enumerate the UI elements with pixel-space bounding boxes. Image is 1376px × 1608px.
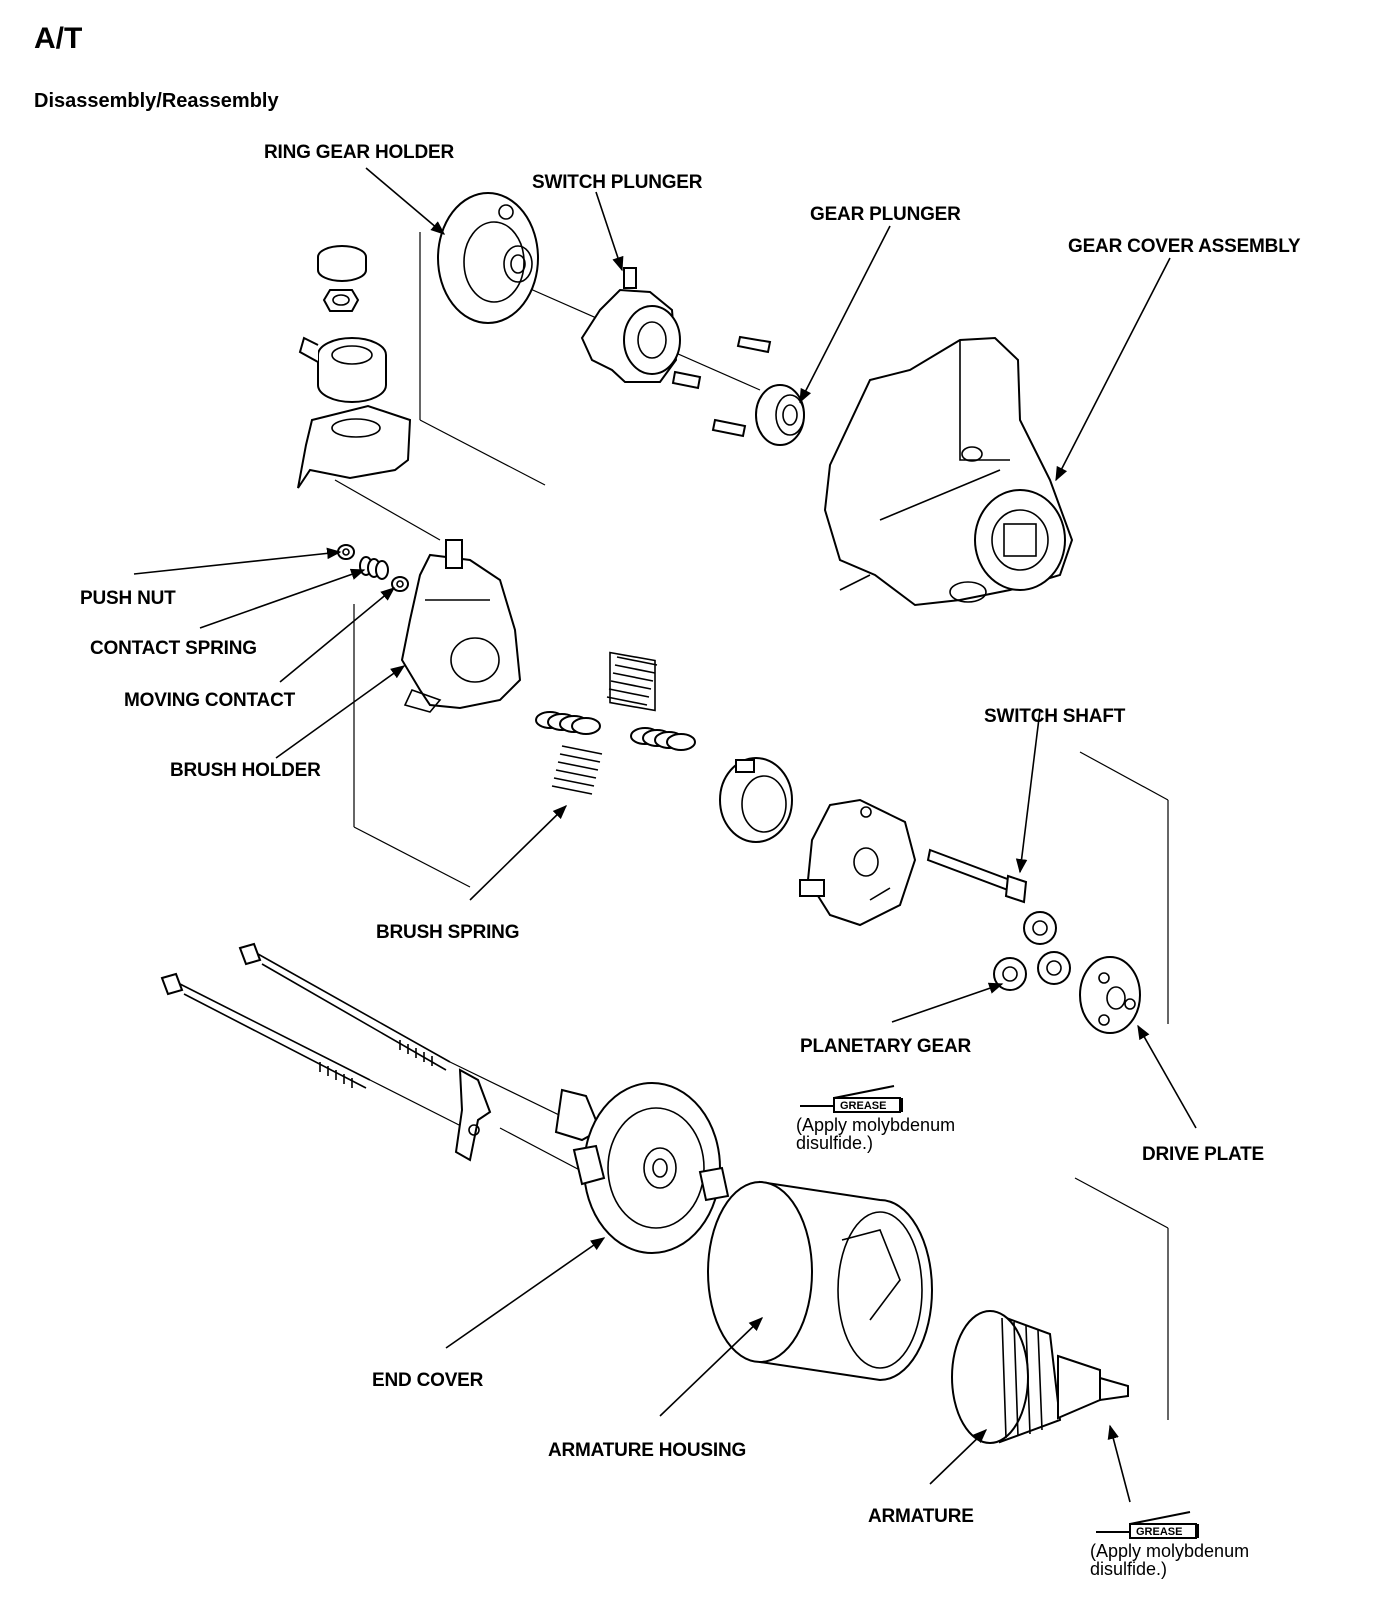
switch-shaft-part [926, 848, 1028, 904]
gear-cover-assembly-part [823, 336, 1074, 607]
brush-springs-part [535, 651, 696, 795]
brackets-part [454, 1068, 602, 1162]
section-title: A/T [34, 22, 83, 55]
armature-housing-part [707, 1180, 933, 1382]
contact-spring-label: CONTACT SPRING [90, 638, 257, 659]
planetary-gear-label: PLANETARY GEAR [800, 1036, 972, 1057]
ring-gear-holder-part [437, 192, 539, 324]
grease-label-1: GREASE [840, 1100, 886, 1112]
gear-cover-assembly-label: GEAR COVER ASSEMBLY [1068, 236, 1301, 257]
grease-gun-icon: GREASE [1090, 1508, 1210, 1542]
brush-holder-label: BRUSH HOLDER [170, 760, 321, 781]
switch-plunger-part [580, 267, 772, 438]
grease-note-1-line2: disulfide.) [796, 1133, 874, 1153]
leader-lines [133, 167, 1197, 1503]
grease-note-2-line1: (Apply molybdenum [1090, 1541, 1250, 1561]
bushing-stack [297, 245, 412, 489]
brush-coils-right [630, 727, 696, 751]
ring-gear-holder-label: RING GEAR HOLDER [264, 142, 454, 163]
through-bolts-part [160, 942, 451, 1089]
drive-plate-label: DRIVE PLATE [1142, 1144, 1265, 1165]
gear-plunger-part [755, 384, 805, 446]
grease-label-2: GREASE [1136, 1526, 1182, 1538]
switch-shaft-label: SWITCH SHAFT [984, 706, 1126, 727]
end-cover-part [572, 1082, 730, 1254]
internal-gear-plate-part [799, 798, 917, 927]
armature-label: ARMATURE [868, 1506, 974, 1527]
push-nut-label: PUSH NUT [80, 588, 176, 609]
grease-note-1-line1: (Apply molybdenum [796, 1115, 956, 1135]
brush-spring-label: BRUSH SPRING [376, 922, 520, 943]
drive-plate-part [1079, 956, 1141, 1034]
armature-part [951, 1310, 1129, 1444]
contact-parts [337, 544, 409, 592]
armature-housing-label: ARMATURE HOUSING [548, 1440, 747, 1461]
planetary-gears-part [993, 911, 1071, 991]
grease-gun-icon: GREASE [794, 1082, 914, 1116]
ring-shim-part [719, 757, 793, 843]
grease-note-2-line2: disulfide.) [1090, 1559, 1168, 1579]
page-title: Disassembly/Reassembly [34, 90, 279, 112]
brush-holder-part [400, 539, 522, 713]
switch-plunger-label: SWITCH PLUNGER [532, 172, 703, 193]
moving-contact-label: MOVING CONTACT [124, 690, 296, 711]
gear-plunger-label: GEAR PLUNGER [810, 204, 961, 225]
brush-coils-left [535, 711, 601, 735]
end-cover-label: END COVER [372, 1370, 484, 1391]
